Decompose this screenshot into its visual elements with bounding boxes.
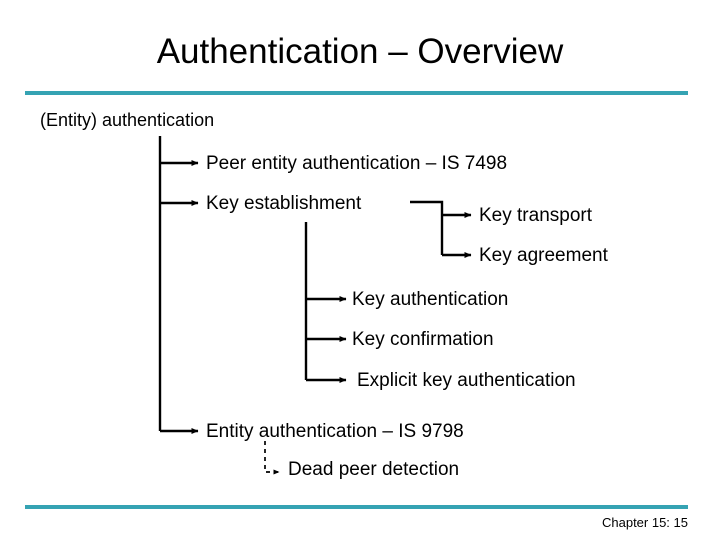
title-divider-rule bbox=[25, 91, 688, 95]
node-key-establishment: Key establishment bbox=[206, 193, 362, 214]
node-key-authentication: Key authentication bbox=[352, 289, 509, 310]
footer-divider-rule bbox=[25, 505, 688, 509]
branch-dead-peer-detection bbox=[264, 441, 280, 475]
page-title: Authentication – Overview bbox=[156, 32, 564, 71]
node-key-transport: Key transport bbox=[479, 205, 592, 226]
key-establishment-right-stem bbox=[410, 200, 444, 255]
footer-chapter-label: Chapter 15: 15 bbox=[601, 515, 688, 530]
node-peer-entity-authentication: Peer entity authentication – IS 7498 bbox=[206, 153, 508, 174]
node-entity-authentication: Entity authentication – IS 9798 bbox=[206, 421, 464, 442]
node-dead-peer-detection: Dead peer detection bbox=[288, 459, 460, 480]
node-key-agreement: Key agreement bbox=[479, 245, 608, 266]
node-entity-authentication-root: (Entity) authentication bbox=[40, 110, 215, 130]
node-explicit-key-authentication: Explicit key authentication bbox=[357, 370, 576, 391]
node-key-confirmation: Key confirmation bbox=[352, 329, 494, 350]
